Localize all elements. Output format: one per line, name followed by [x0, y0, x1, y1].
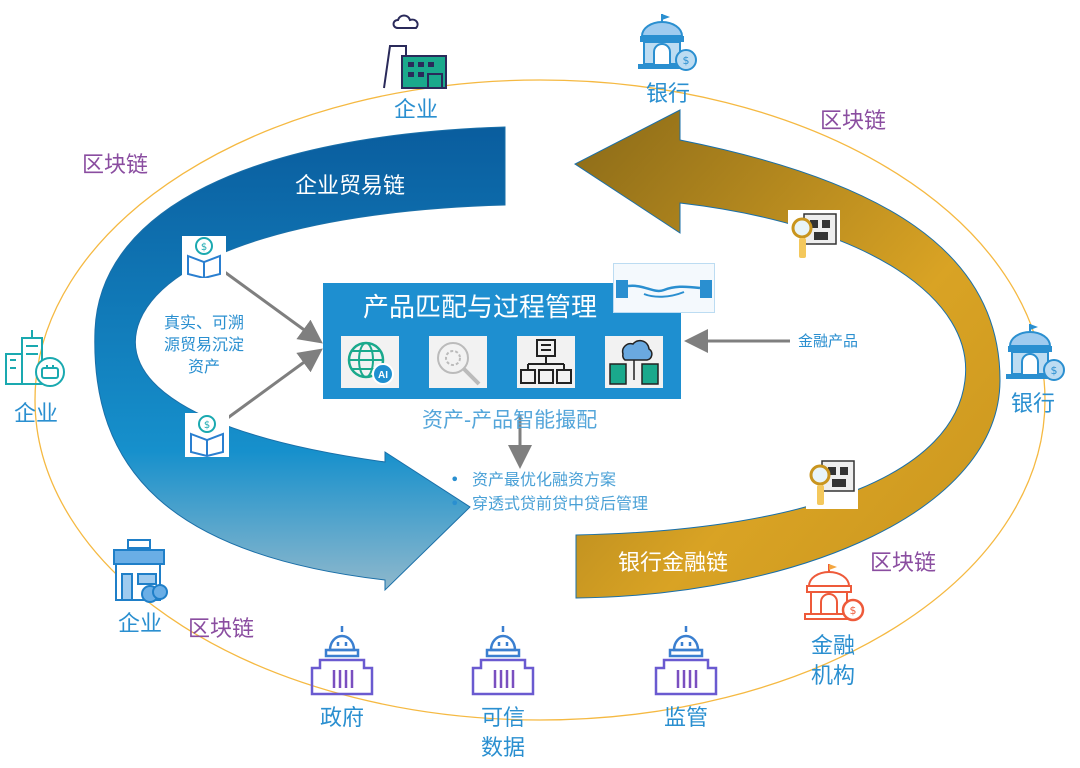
blockchain-label-bottom-right: 区块链	[870, 551, 937, 576]
qr-scan-icon	[788, 210, 840, 262]
node-label-government: 政府	[319, 706, 364, 731]
globe-ai-icon: AI	[341, 336, 399, 388]
output-item: 资产最优化融资方案	[450, 468, 648, 492]
bank-icon: $	[800, 562, 866, 626]
bank-finance-chain-label: 银行金融链	[618, 551, 729, 576]
svg-text:$: $	[850, 604, 857, 617]
bank-icon: $	[634, 12, 698, 76]
asset-connector-bottom	[217, 348, 323, 427]
factory-icon	[378, 14, 452, 90]
blockchain-label-top-right: 区块链	[820, 109, 887, 134]
capitol-icon	[306, 624, 378, 696]
handshake-icon	[613, 263, 715, 313]
svg-text:AI: AI	[378, 370, 388, 381]
node-label-enterprise-left: 企业	[13, 402, 58, 427]
cloud-servers-icon	[605, 336, 663, 388]
office-building-icon	[2, 328, 66, 390]
asset-connector-top	[214, 263, 323, 344]
bank-icon: $	[1002, 322, 1066, 386]
node-label-bank-top: 银行	[645, 82, 690, 107]
qr-scan-icon	[806, 457, 858, 509]
bank-finance-chain-arrow	[574, 109, 1001, 599]
node-label-financial-institution: 金融 机构	[810, 634, 855, 689]
node-label-trusted-data: 可信 数据	[480, 706, 525, 761]
blockchain-label-top-left: 区块链	[82, 153, 149, 178]
org-chart-icon	[517, 336, 575, 388]
hub-subtitle: 资产-产品智能撮配	[422, 408, 598, 432]
blockchain-label-bottom-left: 区块链	[188, 617, 255, 642]
hub-title: 产品匹配与过程管理	[363, 293, 598, 323]
money-box-icon: $	[185, 413, 229, 458]
svg-text:$: $	[683, 54, 690, 67]
capitol-icon	[467, 624, 539, 696]
shop-icon	[110, 538, 168, 604]
svg-text:$: $	[204, 420, 210, 431]
node-label-bank-right: 银行	[1010, 392, 1055, 417]
assets-label: 真实、可溯 源贸易沉淀 资产	[163, 313, 244, 376]
output-list: 资产最优化融资方案 穿透式贷前贷中贷后管理	[450, 468, 648, 516]
capitol-icon	[650, 624, 722, 696]
financial-products-label: 金融产品	[798, 332, 859, 350]
enterprise-trade-chain-label: 企业贸易链	[295, 174, 406, 199]
node-label-enterprise-shop: 企业	[117, 612, 162, 637]
svg-text:$: $	[201, 242, 207, 253]
node-label-regulator: 监管	[663, 706, 708, 731]
svg-text:$: $	[1051, 364, 1058, 377]
blockchain-orbit	[34, 79, 1046, 721]
node-label-enterprise-top: 企业	[393, 98, 438, 123]
money-box-icon: $	[182, 236, 226, 280]
search-gear-icon	[429, 336, 487, 388]
output-item: 穿透式贷前贷中贷后管理	[450, 492, 648, 516]
